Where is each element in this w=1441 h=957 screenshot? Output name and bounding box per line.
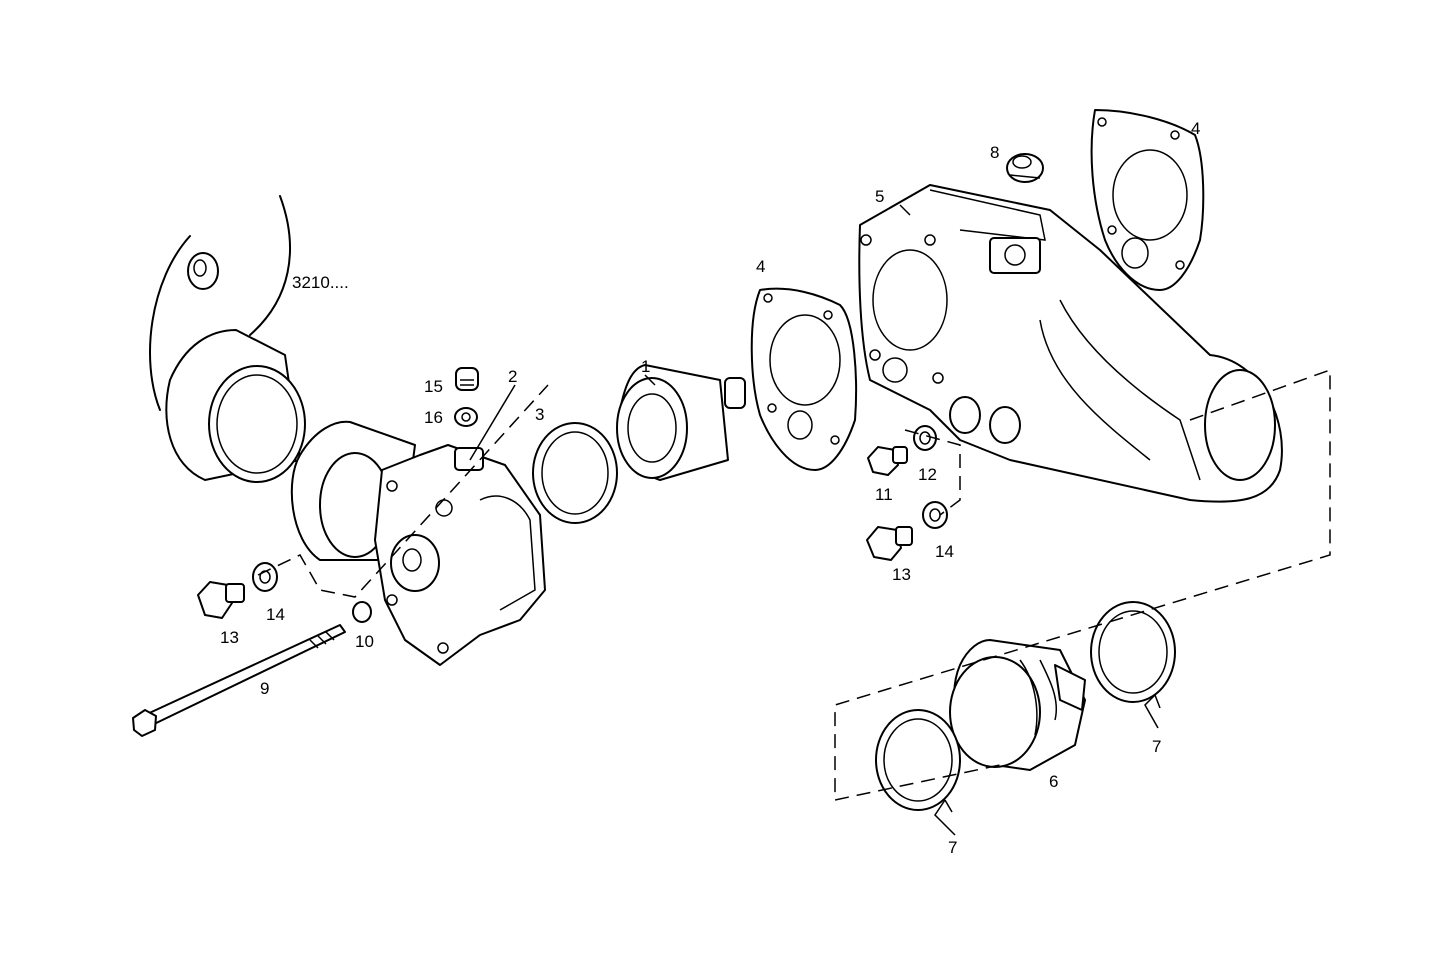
- ring-7-left: [875, 709, 961, 811]
- label-16: 16: [424, 408, 443, 427]
- engine-block-outline: [149, 195, 291, 411]
- outlet-housing: [858, 184, 1283, 503]
- assembly-lines: [257, 368, 1331, 801]
- plug-8: [1006, 153, 1044, 183]
- washer-14-left: [252, 562, 278, 592]
- label-8: 8: [990, 143, 999, 162]
- label-10: 10: [355, 632, 374, 651]
- label-14-right: 14: [935, 542, 954, 561]
- nut-10: [352, 601, 372, 623]
- gasket-right: [1090, 109, 1205, 291]
- label-11: 11: [875, 485, 893, 504]
- label-7-left: 7: [948, 838, 957, 857]
- plug-15: [455, 367, 479, 391]
- label-9: 9: [260, 679, 269, 698]
- leader-lines: [469, 204, 1161, 836]
- washer-14-right: [922, 501, 948, 529]
- label-7-right: 7: [1152, 737, 1161, 756]
- label-15: 15: [424, 377, 443, 396]
- bolt-13-left: [197, 581, 245, 619]
- label-6: 6: [1049, 772, 1058, 791]
- label-13-right: 13: [892, 565, 911, 584]
- pump-housing: [290, 420, 546, 666]
- label-2: 2: [508, 367, 517, 386]
- bolt-13-right: [866, 526, 913, 561]
- bolt-11: [867, 446, 908, 476]
- label-ref-3210: 3210....: [292, 273, 349, 292]
- stud-bolt-9: [132, 624, 346, 737]
- washer-16: [454, 407, 478, 427]
- label-5: 5: [875, 187, 884, 206]
- label-4-left: 4: [756, 257, 765, 276]
- engine-seal-ring: [165, 329, 306, 483]
- o-ring: [532, 422, 618, 524]
- engine-plug: [187, 252, 219, 290]
- ring-7-right: [1090, 601, 1176, 703]
- label-14-left: 14: [266, 605, 285, 624]
- part-labels: 3210.... 1 2 3 4 4 5 6 7 7 8 9 10 11 12 …: [220, 119, 1200, 857]
- thermostat: [616, 364, 746, 481]
- label-1: 1: [641, 357, 650, 376]
- label-12: 12: [918, 465, 937, 484]
- pipe-fitting: [949, 639, 1086, 771]
- label-4-right: 4: [1191, 119, 1200, 138]
- gasket-left: [750, 287, 858, 471]
- label-3: 3: [535, 405, 544, 424]
- label-13-left: 13: [220, 628, 239, 647]
